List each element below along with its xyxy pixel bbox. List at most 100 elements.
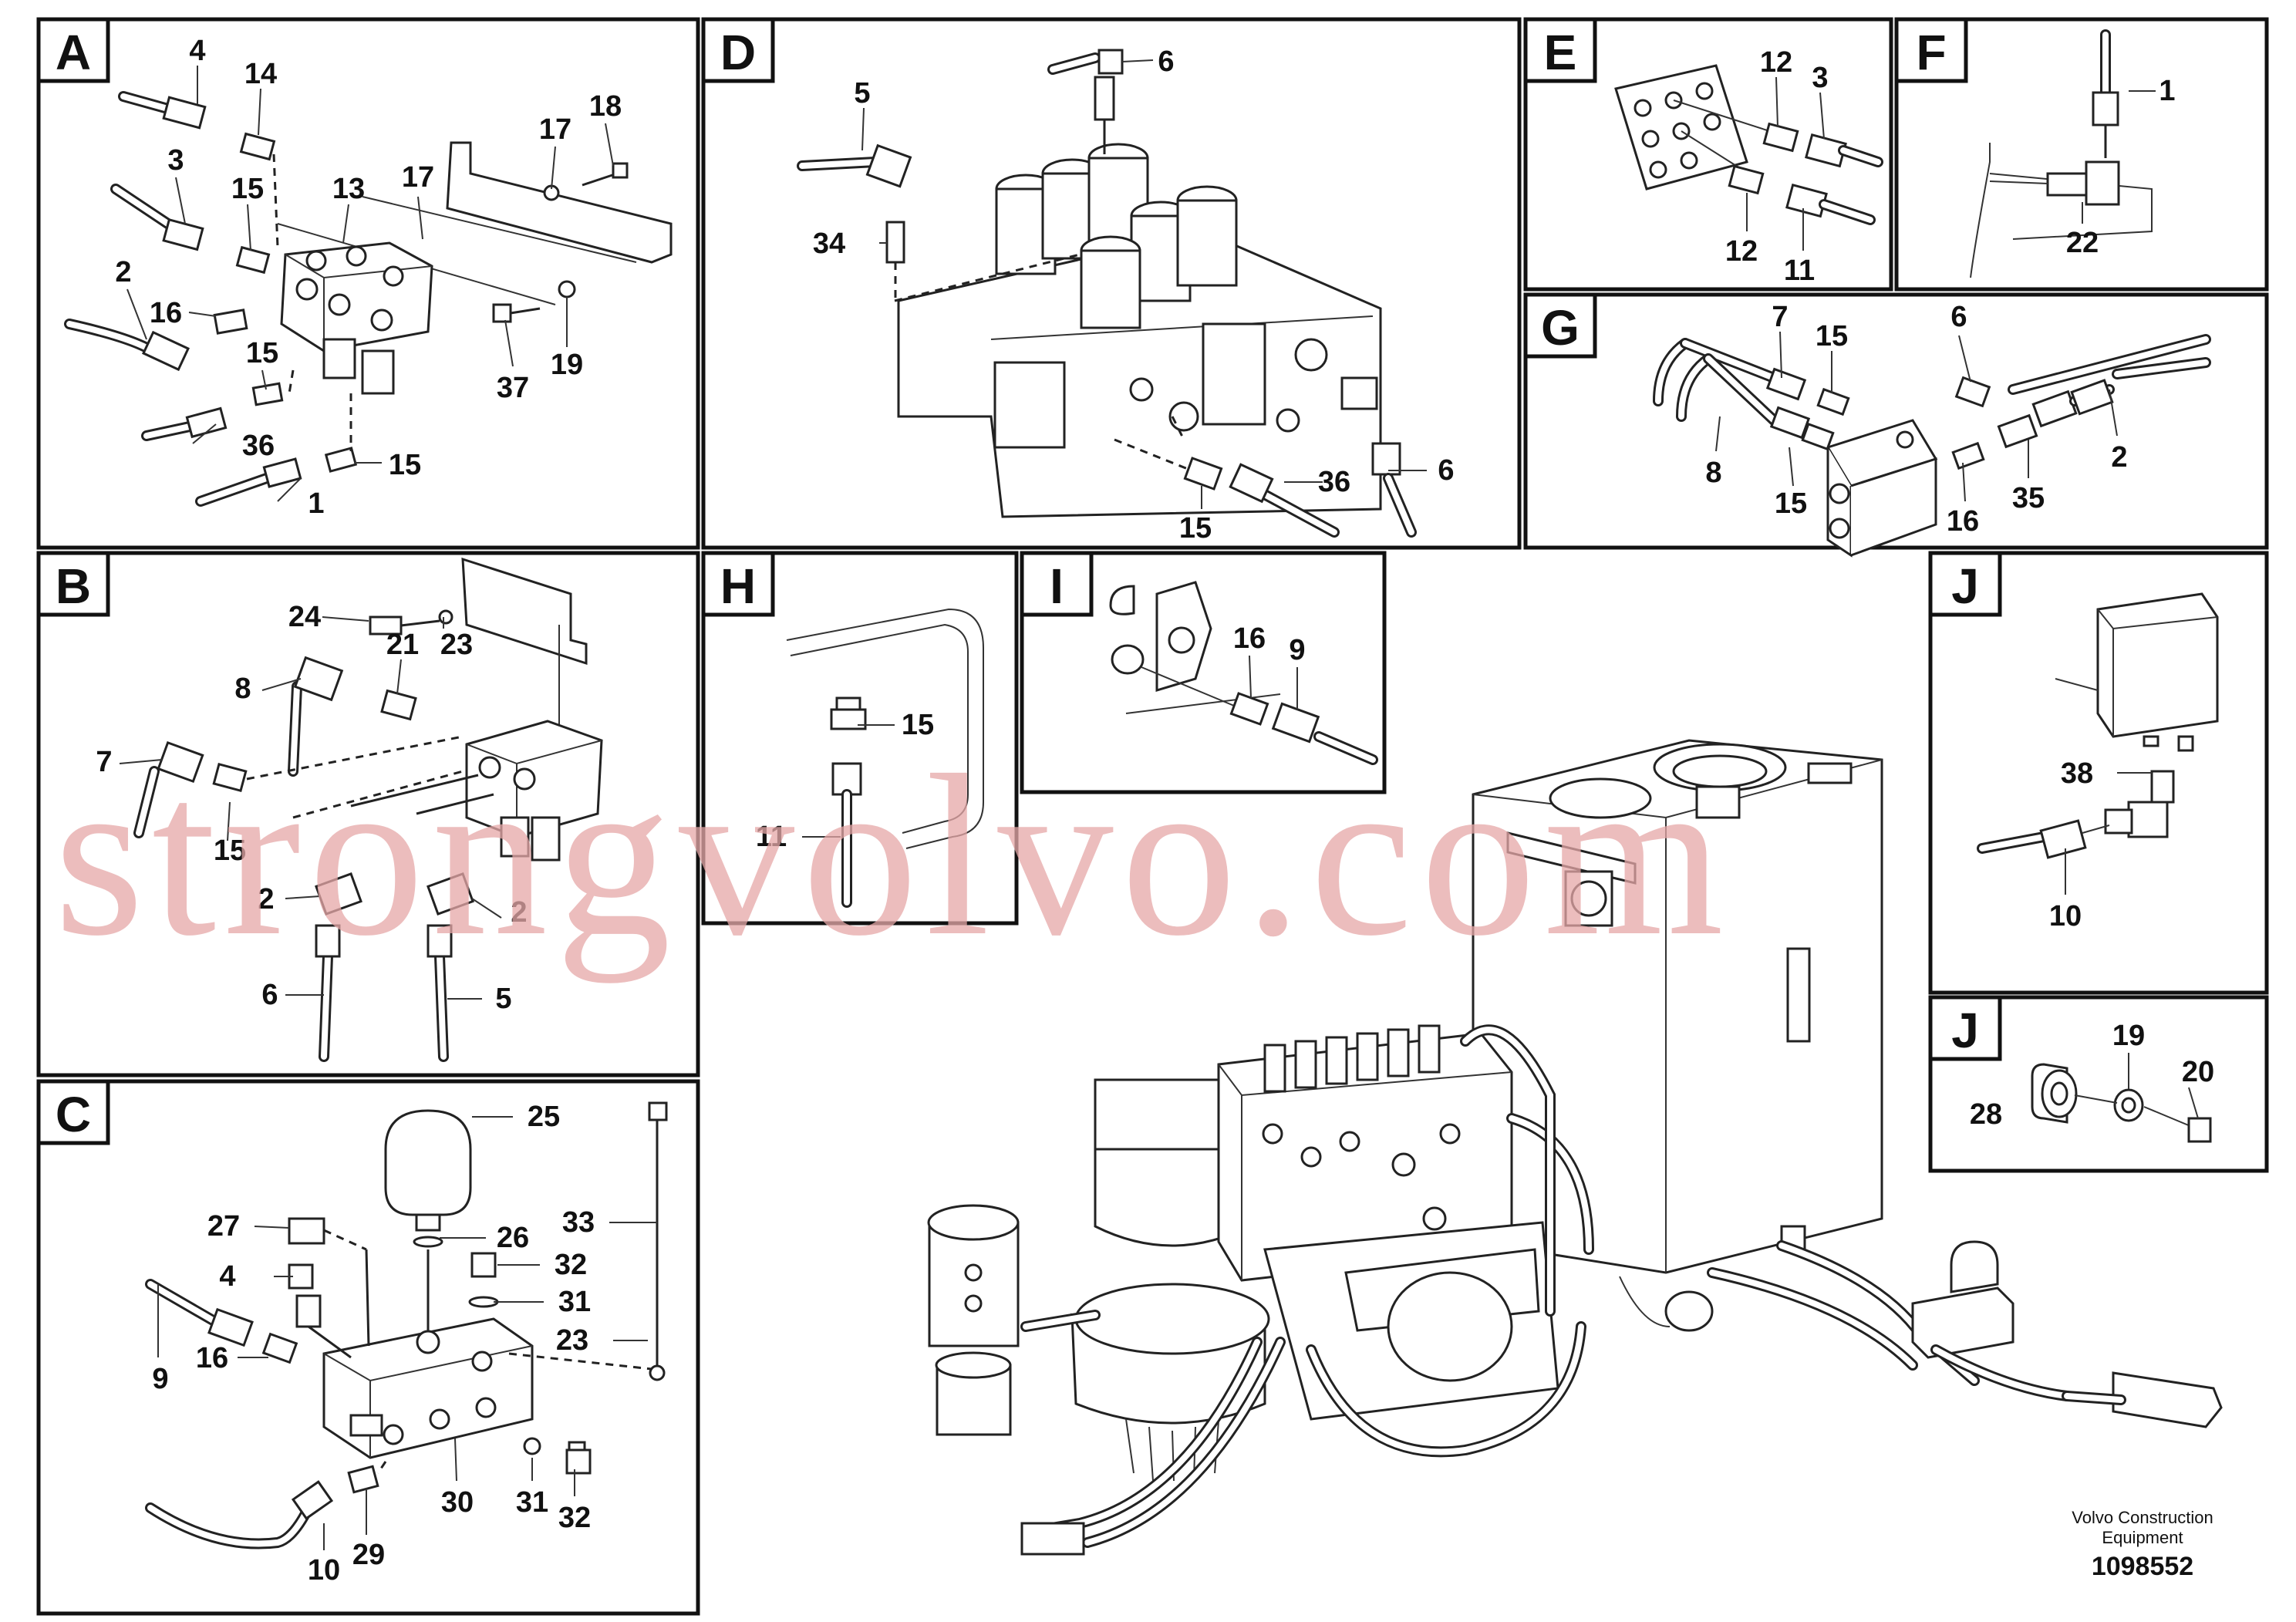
callout: 37 bbox=[497, 372, 529, 404]
panel-i-art bbox=[1109, 581, 1378, 765]
callout: 17 bbox=[539, 113, 571, 146]
callout: 21 bbox=[386, 629, 419, 661]
panel-j-upper-art bbox=[1977, 592, 2219, 859]
watermark-text: strongvolvo.com bbox=[54, 727, 1731, 984]
callout: 15 bbox=[231, 173, 264, 205]
callout: 8 bbox=[1705, 457, 1721, 489]
callout: 13 bbox=[332, 173, 365, 205]
callout: 33 bbox=[562, 1206, 595, 1239]
panel-f-art bbox=[1970, 29, 2153, 278]
callout: 1 bbox=[2159, 75, 2175, 107]
panel-h-art bbox=[786, 608, 984, 908]
callout: 16 bbox=[150, 297, 182, 329]
panel-d-art bbox=[797, 49, 1417, 538]
panel-frames bbox=[36, 17, 2269, 1616]
callout: 15 bbox=[1775, 487, 1807, 520]
callout: 35 bbox=[2012, 482, 2045, 514]
callout: 17 bbox=[402, 161, 434, 194]
callout: 7 bbox=[1772, 301, 1788, 333]
callout: 2 bbox=[258, 883, 274, 916]
panel-g-art bbox=[1653, 334, 2211, 558]
callout: 24 bbox=[288, 601, 321, 633]
panel-letter-f: F bbox=[1916, 25, 1946, 80]
panel-a-art bbox=[64, 91, 673, 507]
callout: 4 bbox=[189, 35, 205, 67]
callout: 6 bbox=[1158, 46, 1174, 78]
caption-line-2: Equipment bbox=[2102, 1528, 2183, 1547]
panel-letter-b: B bbox=[56, 558, 91, 614]
callout: 15 bbox=[902, 709, 934, 741]
panel-e-art bbox=[1614, 64, 1883, 225]
callout: 15 bbox=[246, 337, 278, 369]
callout: 9 bbox=[152, 1363, 168, 1395]
callout: 36 bbox=[242, 430, 275, 462]
callout: 16 bbox=[1947, 505, 1979, 538]
callout: 2 bbox=[2111, 441, 2127, 474]
caption-block: Volvo Construction Equipment 1098552 bbox=[2072, 1508, 2213, 1581]
callout: 3 bbox=[1812, 62, 1828, 94]
callout: 7 bbox=[96, 746, 112, 778]
callout: 28 bbox=[1970, 1098, 2002, 1131]
callout: 5 bbox=[495, 983, 511, 1015]
callout: 10 bbox=[2049, 900, 2082, 932]
callout: 6 bbox=[1438, 454, 1454, 487]
panel-tabs: A D E F G B C H I J J bbox=[36, 17, 2002, 1145]
callout: 8 bbox=[234, 673, 251, 705]
callout-numbers: 4 14 3 15 13 17 17 18 2 16 15 36 15 1 37… bbox=[96, 35, 2214, 1587]
callout: 16 bbox=[196, 1342, 228, 1374]
callout: 23 bbox=[440, 629, 473, 661]
callout: 1 bbox=[308, 487, 324, 520]
panel-b-art bbox=[133, 557, 603, 1062]
callout: 10 bbox=[308, 1554, 340, 1587]
callout: 23 bbox=[556, 1324, 588, 1357]
panel-letter-i: I bbox=[1050, 558, 1064, 614]
callout: 31 bbox=[558, 1286, 591, 1318]
panel-letter-e: E bbox=[1544, 25, 1577, 80]
callout: 6 bbox=[261, 979, 278, 1011]
callout: 15 bbox=[389, 449, 421, 481]
callout: 15 bbox=[214, 835, 246, 867]
callout: 15 bbox=[1816, 320, 1848, 352]
callout: 12 bbox=[1760, 46, 1792, 79]
callout: 27 bbox=[207, 1210, 240, 1243]
callout: 2 bbox=[511, 896, 527, 929]
callout: 12 bbox=[1725, 235, 1758, 268]
callout: 2 bbox=[115, 256, 131, 288]
callout: 11 bbox=[1784, 255, 1815, 287]
callout: 11 bbox=[756, 821, 787, 853]
callout: 29 bbox=[352, 1539, 385, 1571]
callout: 6 bbox=[1950, 301, 1967, 333]
panel-letter-a: A bbox=[56, 25, 91, 80]
callout: 36 bbox=[1318, 466, 1350, 498]
callout: 30 bbox=[441, 1486, 474, 1519]
callout: 26 bbox=[497, 1222, 529, 1254]
callout: 20 bbox=[2182, 1056, 2214, 1088]
callout: 38 bbox=[2061, 757, 2093, 790]
panel-letter-j-lower: J bbox=[1951, 1003, 1979, 1058]
panel-c-art bbox=[145, 1101, 668, 1549]
panel-letter-h: H bbox=[720, 558, 756, 614]
panel-letter-c: C bbox=[56, 1087, 91, 1142]
main-assembly-art bbox=[927, 739, 2223, 1556]
document-number: 1098552 bbox=[2092, 1552, 2193, 1581]
callout: 32 bbox=[558, 1502, 591, 1534]
caption-line-1: Volvo Construction bbox=[2072, 1508, 2213, 1527]
callout: 22 bbox=[2066, 227, 2099, 259]
callout: 31 bbox=[516, 1486, 548, 1519]
callout: 9 bbox=[1289, 634, 1305, 666]
panel-j-lower-art bbox=[2031, 1063, 2212, 1143]
callout: 14 bbox=[244, 58, 277, 90]
panel-letter-j-upper: J bbox=[1951, 558, 1979, 614]
callout: 18 bbox=[589, 90, 622, 123]
panel-letter-g: G bbox=[1541, 300, 1580, 356]
callout: 16 bbox=[1233, 622, 1266, 655]
callout: 4 bbox=[219, 1260, 235, 1293]
panel-letter-d: D bbox=[720, 25, 756, 80]
callout: 3 bbox=[167, 144, 184, 177]
callout: 19 bbox=[551, 349, 583, 381]
callout: 25 bbox=[528, 1101, 560, 1133]
callout: 32 bbox=[555, 1249, 587, 1281]
callout: 15 bbox=[1179, 512, 1212, 545]
callout: 34 bbox=[813, 228, 845, 260]
